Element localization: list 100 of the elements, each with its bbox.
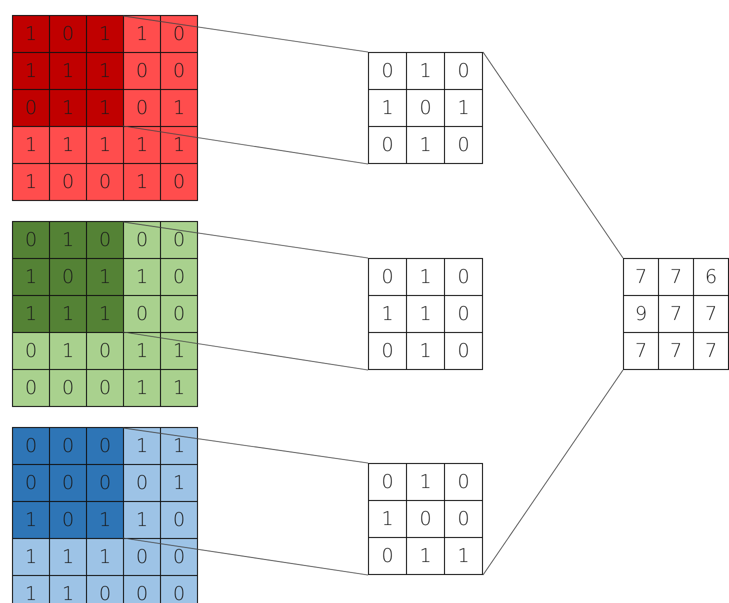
matrix-cell: 0 bbox=[407, 90, 444, 126]
kernel-matrix bbox=[368, 463, 483, 575]
matrix-cell: 7 bbox=[624, 333, 658, 369]
receptive-field bbox=[13, 16, 123, 126]
connector-line bbox=[122, 428, 368, 464]
matrix-cell: 0 bbox=[161, 539, 197, 575]
matrix-cell: 1 bbox=[445, 90, 482, 126]
matrix-cell: 0 bbox=[50, 428, 86, 464]
matrix-cell: 0 bbox=[445, 464, 482, 500]
matrix-cell: 0 bbox=[445, 333, 482, 369]
matrix-cell: 1 bbox=[50, 127, 86, 163]
matrix-cell: 1 bbox=[124, 127, 160, 163]
matrix-cell: 1 bbox=[50, 296, 86, 332]
matrix-cell: 1 bbox=[13, 502, 49, 538]
matrix-cell: 1 bbox=[161, 428, 197, 464]
matrix-cell: 1 bbox=[407, 53, 444, 89]
matrix-cell: 1 bbox=[87, 53, 123, 89]
matrix-cell: 1 bbox=[13, 164, 49, 200]
matrix-cell: 0 bbox=[124, 465, 160, 501]
matrix-cell: 7 bbox=[659, 333, 693, 369]
matrix-cell: 0 bbox=[161, 502, 197, 538]
matrix-cell: 0 bbox=[369, 333, 406, 369]
matrix-cell: 0 bbox=[445, 296, 482, 332]
matrix-cell: 1 bbox=[87, 259, 123, 295]
receptive-field bbox=[13, 222, 123, 332]
matrix-cell: 1 bbox=[13, 53, 49, 89]
matrix-cell: 7 bbox=[694, 296, 728, 332]
matrix-cell: 1 bbox=[161, 333, 197, 369]
matrix-cell: 1 bbox=[369, 501, 406, 537]
matrix-cell: 0 bbox=[161, 164, 197, 200]
matrix-cell: 0 bbox=[13, 333, 49, 369]
input-matrix bbox=[12, 427, 198, 603]
matrix-cell: 1 bbox=[124, 16, 160, 52]
connector-line bbox=[122, 126, 368, 164]
connector-line bbox=[122, 16, 368, 52]
matrix-cell: 1 bbox=[13, 259, 49, 295]
matrix-cell: 1 bbox=[161, 465, 197, 501]
matrix-cell: 0 bbox=[124, 539, 160, 575]
matrix-cell: 0 bbox=[369, 127, 406, 163]
matrix-cell: 1 bbox=[407, 127, 444, 163]
matrix-cell: 1 bbox=[13, 296, 49, 332]
matrix-cell: 0 bbox=[13, 428, 49, 464]
matrix-cell: 1 bbox=[13, 539, 49, 575]
matrix-cell: 0 bbox=[161, 16, 197, 52]
matrix-cell: 0 bbox=[407, 501, 444, 537]
matrix-cell: 1 bbox=[13, 576, 49, 603]
matrix-cell: 0 bbox=[50, 16, 86, 52]
matrix-cell: 1 bbox=[407, 333, 444, 369]
matrix-cell: 0 bbox=[13, 370, 49, 406]
matrix-cell: 0 bbox=[87, 465, 123, 501]
matrix-cell: 1 bbox=[124, 370, 160, 406]
matrix-cell: 0 bbox=[87, 576, 123, 603]
connector-line bbox=[482, 370, 624, 576]
output-matrix bbox=[623, 258, 729, 370]
matrix-cell: 0 bbox=[124, 576, 160, 603]
matrix-cell: 0 bbox=[50, 164, 86, 200]
matrix-cell: 1 bbox=[50, 576, 86, 603]
input-matrix bbox=[12, 221, 198, 407]
matrix-cell: 1 bbox=[124, 259, 160, 295]
matrix-cell: 1 bbox=[407, 296, 444, 332]
matrix-cell: 0 bbox=[87, 333, 123, 369]
matrix-cell: 0 bbox=[50, 370, 86, 406]
matrix-cell: 1 bbox=[50, 333, 86, 369]
matrix-cell: 0 bbox=[445, 501, 482, 537]
matrix-cell: 0 bbox=[369, 538, 406, 574]
matrix-cell: 1 bbox=[369, 90, 406, 126]
kernel-matrix bbox=[368, 52, 483, 164]
matrix-cell: 1 bbox=[87, 127, 123, 163]
matrix-cell: 1 bbox=[50, 539, 86, 575]
matrix-cell: 1 bbox=[87, 296, 123, 332]
matrix-cell: 0 bbox=[87, 164, 123, 200]
matrix-cell: 1 bbox=[50, 222, 86, 258]
matrix-cell: 0 bbox=[124, 296, 160, 332]
matrix-cell: 1 bbox=[407, 464, 444, 500]
kernel-matrix bbox=[368, 258, 483, 370]
connector-line bbox=[122, 222, 368, 258]
matrix-cell: 0 bbox=[87, 222, 123, 258]
matrix-cell: 0 bbox=[369, 53, 406, 89]
matrix-cell: 1 bbox=[124, 333, 160, 369]
matrix-cell: 7 bbox=[624, 259, 658, 295]
matrix-cell: 9 bbox=[624, 296, 658, 332]
matrix-cell: 1 bbox=[13, 127, 49, 163]
matrix-cell: 0 bbox=[50, 259, 86, 295]
input-matrix bbox=[12, 15, 198, 201]
matrix-cell: 0 bbox=[124, 222, 160, 258]
matrix-cell: 1 bbox=[50, 53, 86, 89]
matrix-cell: 0 bbox=[13, 90, 49, 126]
matrix-cell: 0 bbox=[161, 259, 197, 295]
matrix-cell: 0 bbox=[50, 502, 86, 538]
matrix-cell: 0 bbox=[50, 465, 86, 501]
connector-line bbox=[122, 538, 368, 576]
matrix-cell: 1 bbox=[407, 538, 444, 574]
matrix-cell: 6 bbox=[694, 259, 728, 295]
matrix-cell: 1 bbox=[87, 539, 123, 575]
receptive-field bbox=[13, 428, 123, 538]
matrix-cell: 0 bbox=[161, 222, 197, 258]
matrix-cell: 0 bbox=[445, 53, 482, 89]
matrix-cell: 0 bbox=[124, 90, 160, 126]
matrix-cell: 1 bbox=[124, 428, 160, 464]
connector-line bbox=[122, 332, 368, 370]
